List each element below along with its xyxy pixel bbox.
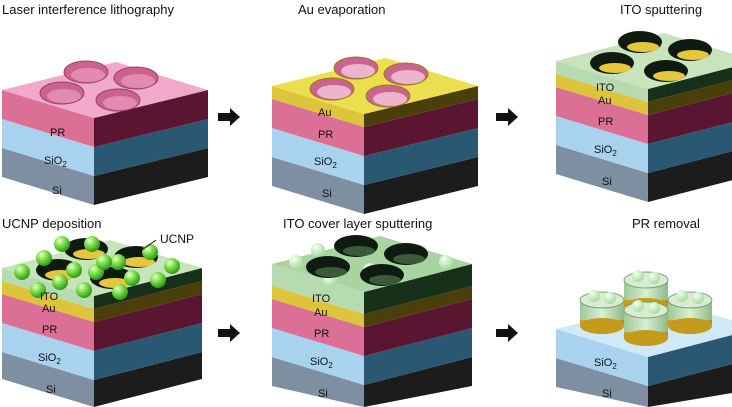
label-au: Au <box>318 107 331 119</box>
panel-6: SiO2 Si <box>556 270 732 407</box>
ucnp-callout-label: UCNP <box>160 232 194 246</box>
label-si: Si <box>52 185 62 197</box>
svg-text:Au: Au <box>598 95 611 107</box>
svg-text:ITO: ITO <box>40 291 59 303</box>
si-layer-side <box>94 148 208 205</box>
step-3-title: ITO sputtering <box>620 2 703 17</box>
svg-text:SiO2: SiO2 <box>594 357 617 371</box>
svg-text:Si: Si <box>602 176 612 188</box>
arrow-2-3 <box>496 108 518 126</box>
svg-text:Au: Au <box>314 307 327 319</box>
pillar-left <box>579 290 625 334</box>
si-layer-front <box>2 148 94 205</box>
step-4-title: UCNP deposition <box>2 216 102 231</box>
label-pr: PR <box>50 127 65 139</box>
panel-4: UCNP ITO Au PR SiO2 Si <box>2 232 202 407</box>
svg-text:ITO: ITO <box>312 293 331 305</box>
arrow-5-6 <box>496 324 518 342</box>
panel-3: ITO Au PR SiO2 Si <box>556 31 732 202</box>
panel-2: Au PR SiO2 Si <box>272 56 478 214</box>
label-ito: ITO <box>596 82 615 94</box>
step-2-title: Au evaporation <box>298 2 386 17</box>
step-5-title: ITO cover layer sputtering <box>283 216 433 231</box>
arrow-4-5 <box>218 324 240 342</box>
pr-layer-front <box>2 90 94 147</box>
step-6-title: PR removal <box>632 216 700 231</box>
panel-1: PR SiO2 Si <box>2 60 208 205</box>
pillar-right <box>667 290 713 334</box>
svg-text:Au: Au <box>42 303 55 315</box>
sio2-layer-front <box>2 119 94 176</box>
svg-text:Si: Si <box>322 188 332 200</box>
step-1-title: Laser interference lithography <box>2 2 174 17</box>
svg-text:SiO2: SiO2 <box>38 352 61 366</box>
pr-layer-side <box>94 90 208 147</box>
svg-text:SiO2: SiO2 <box>314 156 337 170</box>
svg-text:PR: PR <box>598 116 613 128</box>
svg-text:Si: Si <box>318 388 328 400</box>
svg-text:SiO2: SiO2 <box>594 144 617 158</box>
svg-text:SiO2: SiO2 <box>310 356 333 370</box>
svg-text:PR: PR <box>42 324 57 336</box>
svg-text:PR: PR <box>314 328 329 340</box>
svg-text:PR: PR <box>318 129 333 141</box>
pillar-front <box>623 300 669 346</box>
panel-5: ITO Au PR SiO2 Si <box>272 235 472 407</box>
svg-text:Si: Si <box>46 384 56 396</box>
svg-text:Si: Si <box>602 388 612 400</box>
ucnp-particles <box>14 236 180 300</box>
arrow-1-2 <box>218 108 240 126</box>
label-sio2: SiO2 <box>44 155 67 169</box>
sio2-layer-side <box>94 119 208 176</box>
